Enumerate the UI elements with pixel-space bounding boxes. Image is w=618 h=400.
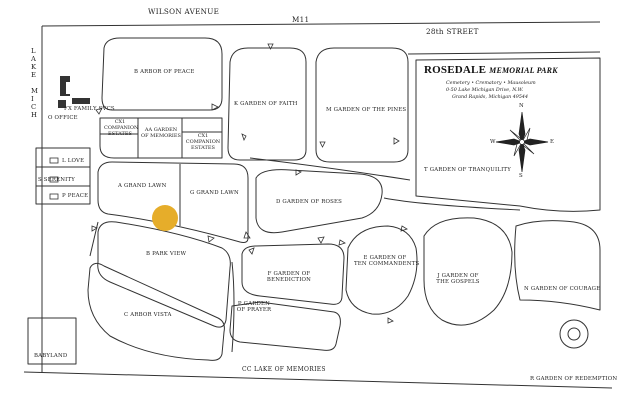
header-line-3: Grand Rapids, Michigan 49544	[452, 95, 528, 100]
location-marker	[152, 205, 178, 231]
cx1-right-code: CX1	[197, 133, 209, 139]
label-aa-garden-of-memories: AA GARDEN OF MEMORIES	[140, 127, 182, 140]
label-babyland: BABYLAND	[34, 353, 68, 359]
section-love-serenity-peace	[35, 147, 91, 205]
wilson-avenue-edge	[41, 21, 601, 27]
compass-north: N	[519, 103, 524, 109]
aa-line-2: OF MEMORIES	[141, 132, 181, 139]
label-office: O OFFICE	[48, 115, 78, 121]
e-line-1: E GARDEN OF	[363, 255, 407, 261]
inner-road-1	[249, 157, 411, 181]
label-k-garden-of-faith: K GARDEN OF FAITH	[234, 101, 298, 107]
road-28th-street: 28th STREET	[426, 27, 479, 36]
label-serenity: S SERENITY	[38, 177, 76, 183]
lake-letter: M	[31, 87, 39, 95]
label-fx-family-svcs: FX FAMILY SVCS	[64, 106, 115, 112]
road-m11: M11	[292, 15, 310, 24]
section-e-ten-commandments	[345, 225, 418, 315]
roundabout-inner	[567, 327, 581, 341]
label-d-garden-of-roses: D GARDEN OF ROSES	[276, 199, 343, 205]
compass-south: S	[519, 173, 523, 179]
f-line-1: F GARDEN OF	[267, 271, 311, 277]
label-a-grand-lawn: A GRAND LAWN	[118, 183, 167, 189]
section-companion-block	[99, 117, 223, 159]
label-peace: P PEACE	[62, 193, 89, 199]
label-b-arbor-of-peace: B ARBOR OF PEACE	[134, 69, 195, 75]
lake-letter: H	[31, 111, 38, 119]
compass-west: W	[490, 139, 496, 145]
compass-east: E	[550, 139, 555, 145]
section-c-arbor-vista	[87, 262, 225, 361]
office-buildings	[58, 76, 90, 108]
p-line-2: OF PRAYER	[236, 307, 272, 314]
section-babyland	[27, 317, 77, 365]
j-line-2: THE GOSPELS	[436, 279, 480, 286]
lake-letter: K	[31, 63, 37, 71]
cx1-left-code: CX1	[114, 119, 126, 125]
label-n-courage: N GARDEN OF COURAGE	[524, 286, 601, 292]
f-line-2: BENEDICTION	[266, 277, 312, 284]
label-cx1-right: CX1 COMPANION ESTATES	[184, 133, 222, 151]
label-cx1-left: CX1 COMPANION ESTATES	[104, 119, 139, 137]
label-f-benediction: F GARDEN OF BENEDICTION	[266, 271, 312, 284]
road-cc-lake-of-memories: CC LAKE OF MEMORIES	[242, 366, 326, 373]
section-b-park-view	[97, 221, 231, 328]
south-boundary	[23, 371, 613, 389]
label-m-garden-of-pines: M GARDEN OF THE PINES	[326, 107, 407, 113]
lake-letter: C	[31, 103, 37, 111]
label-j-gospels: J GARDEN OF THE GOSPELS	[436, 273, 480, 286]
label-e-ten-commandments: E GARDEN OF TEN COMMANDENTS	[354, 255, 420, 268]
park-name-rest: MEMORIAL PARK	[489, 66, 558, 75]
inner-road-3	[231, 261, 235, 353]
lake-letter: I	[31, 95, 35, 103]
cx1-left-companion: COMPANION	[104, 124, 139, 131]
section-k-garden-of-faith	[227, 47, 307, 161]
lake-letter: A	[31, 55, 37, 63]
road-wilson-avenue: WILSON AVENUE	[148, 7, 220, 16]
section-d-garden-of-roses	[255, 169, 383, 234]
lake-letter: L	[31, 47, 37, 55]
section-grand-lawn	[97, 161, 249, 243]
cx1-right-companion: COMPANION	[185, 138, 221, 145]
aa-line-1: AA GARDEN	[144, 127, 178, 133]
label-r-redemption: R GARDEN OF REDEMPTION	[530, 376, 618, 382]
label-love: L LOVE	[62, 158, 85, 164]
p-line-1: P GARDEN	[237, 301, 271, 307]
e-line-2: TEN COMMANDENTS	[354, 261, 420, 268]
j-line-1: J GARDEN OF	[437, 273, 479, 279]
label-p-prayer: P GARDEN OF PRAYER	[234, 301, 274, 314]
section-t-tranquility	[415, 57, 601, 212]
roundabout	[559, 319, 589, 349]
section-m-garden-of-pines	[315, 47, 409, 163]
header-line-1: Cemetery • Crematory • Mausoleum	[446, 81, 536, 86]
label-g-grand-lawn: G GRAND LAWN	[190, 190, 239, 196]
28th-street-edge	[407, 51, 601, 55]
lake-letter: E	[31, 71, 37, 79]
section-f-benediction	[241, 243, 345, 305]
cx1-left-estates: ESTATES	[108, 130, 132, 137]
cx1-right-estates: ESTATES	[191, 144, 215, 151]
section-p-prayer	[229, 301, 341, 351]
section-j-gospels	[423, 217, 513, 326]
section-b-arbor-of-peace	[101, 37, 223, 111]
label-c-arbor-vista: C ARBOR VISTA	[124, 312, 172, 318]
label-b-park-view: B PARK VIEW	[146, 251, 187, 257]
section-n-courage	[514, 220, 601, 311]
header-line-2: 0-50 Lake Michigan Drive, N.W.	[446, 88, 524, 93]
compass-rose	[495, 111, 549, 173]
label-t-tranquility: T GARDEN OF TRANQUILITY	[424, 167, 511, 173]
park-name-main: ROSEDALE	[424, 64, 487, 76]
inner-road-2	[383, 197, 521, 211]
